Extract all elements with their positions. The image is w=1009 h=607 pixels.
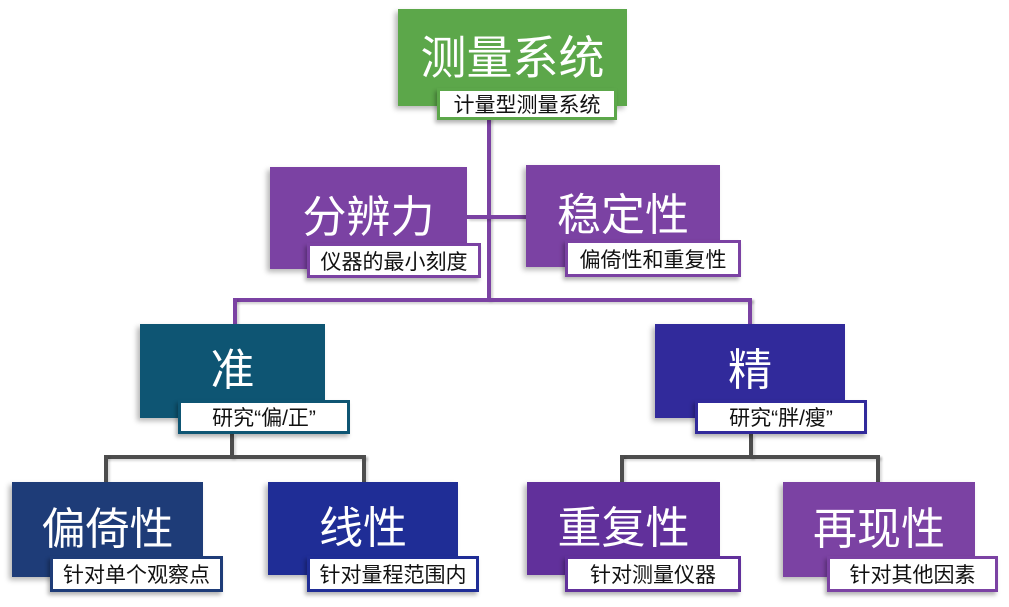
node-stability-sublabel: 偏倚性和重复性 (565, 240, 741, 277)
connector-accuracy-stem (230, 434, 234, 458)
node-measurement-system-sublabel: 计量型测量系统 (437, 88, 617, 120)
node-measurement-system-title: 测量系统 (420, 31, 605, 84)
connector-linearity-drop (362, 455, 366, 483)
connector-reproducibility-drop (876, 455, 880, 483)
node-stability-title: 稳定性 (557, 191, 689, 240)
node-repeatability-sublabel: 针对测量仪器 (565, 556, 741, 592)
node-reproducibility-title: 再现性 (813, 504, 945, 554)
node-precision-title: 精 (728, 346, 772, 395)
connector-accuracy-horizontal (104, 455, 366, 459)
node-accuracy-sublabel: 研究“偏/正” (178, 400, 350, 434)
node-bias-sublabel: 针对单个观察点 (50, 556, 223, 592)
node-linearity-sublabel: 针对量程范围内 (307, 556, 479, 592)
connector-branch-horizontal (233, 298, 752, 302)
node-resolution-title: 分辨力 (302, 193, 435, 242)
node-bias-title: 偏倚性 (41, 504, 174, 554)
node-precision-sublabel: 研究“胖/瘦” (695, 400, 867, 434)
connector-precision-horizontal (620, 455, 880, 459)
node-resolution-sublabel: 仪器的最小刻度 (307, 243, 481, 278)
connector-repeatability-drop (620, 455, 624, 483)
node-reproducibility-sublabel: 针对其他因素 (827, 556, 998, 592)
node-linearity-title: 线性 (319, 503, 407, 553)
connector-branch-right-drop (748, 298, 752, 326)
node-repeatability-title: 重复性 (557, 503, 690, 553)
connector-precision-stem (749, 434, 753, 458)
connector-bias-drop (104, 455, 108, 483)
connector-trunk-vertical (487, 106, 491, 300)
node-accuracy-title: 准 (210, 346, 255, 395)
connector-branch-left-drop (233, 298, 237, 326)
connector-resolution-stability (467, 215, 526, 219)
